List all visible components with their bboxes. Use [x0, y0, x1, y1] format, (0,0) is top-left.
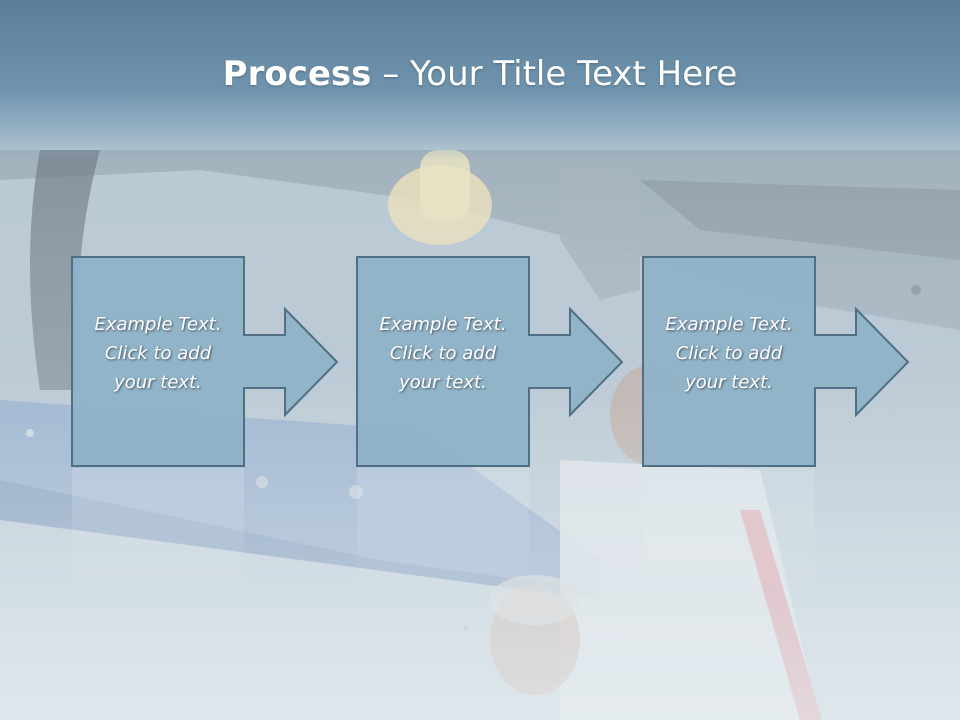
step-text-line-3: your text. — [114, 372, 202, 393]
step-text-line-2: Click to add — [675, 343, 783, 364]
arrow-box-shape — [71, 256, 339, 467]
step-text[interactable]: Example Text. Click to add your text. — [73, 310, 243, 397]
title-rest-text: Your Title Text Here — [410, 54, 738, 94]
arrow-box-shape — [642, 256, 910, 467]
title-bold-text: Process — [222, 54, 372, 94]
step-text[interactable]: Example Text. Click to add your text. — [644, 310, 814, 397]
step-text-line-3: your text. — [399, 372, 487, 393]
process-step-3[interactable]: Example Text. Click to add your text. — [642, 256, 910, 588]
process-step-1[interactable]: Example Text. Click to add your text. — [71, 256, 339, 588]
process-step-2[interactable]: Example Text. Click to add your text. — [356, 256, 624, 588]
step-text-line-2: Click to add — [389, 343, 497, 364]
step-text[interactable]: Example Text. Click to add your text. — [358, 310, 528, 397]
step-text-line-2: Click to add — [104, 343, 212, 364]
step-text-line-1: Example Text. — [94, 314, 222, 335]
step-text-line-1: Example Text. — [379, 314, 507, 335]
arrow-box-reflection — [357, 468, 529, 588]
arrow-box-shape — [356, 256, 624, 467]
step-text-line-3: your text. — [685, 372, 773, 393]
title-dash: – — [371, 54, 411, 94]
slide-title[interactable]: Process – Your Title Text Here — [0, 52, 960, 96]
arrow-box-reflection — [72, 468, 244, 588]
title-band — [0, 0, 960, 160]
arrow-box-reflection — [643, 468, 815, 588]
step-text-line-1: Example Text. — [665, 314, 793, 335]
